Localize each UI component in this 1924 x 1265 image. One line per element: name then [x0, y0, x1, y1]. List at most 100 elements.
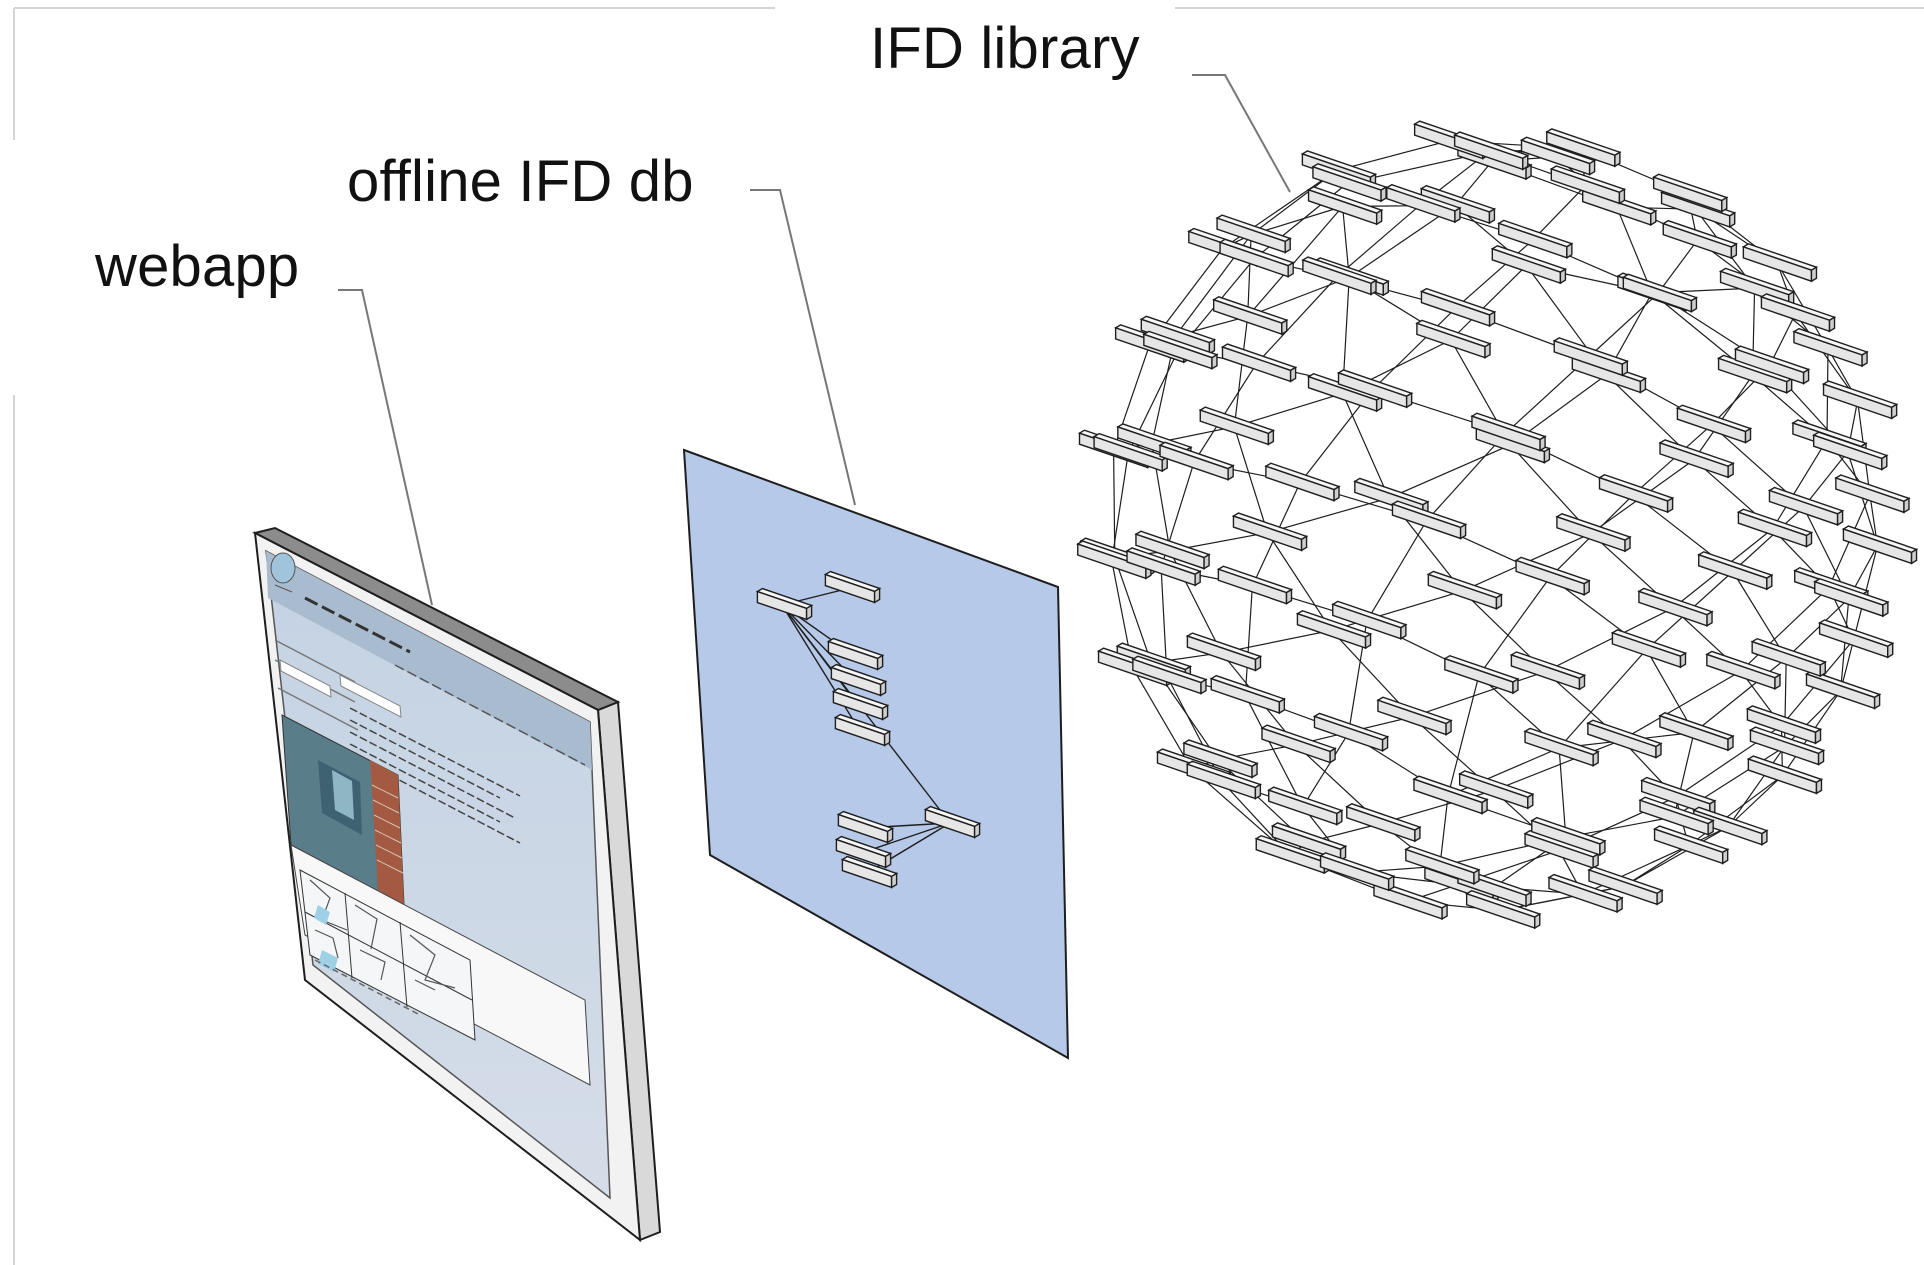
- library-edge: [1193, 363, 1258, 463]
- db-leader-line: [750, 189, 856, 506]
- library-edge: [1302, 732, 1350, 808]
- db-edge: [781, 604, 861, 732]
- library-edge: [1727, 775, 1783, 828]
- library-node: [1549, 165, 1627, 205]
- library-edge: [1247, 276, 1350, 317]
- library-edge: [1266, 532, 1333, 631]
- library-edge: [1388, 444, 1511, 499]
- library-edge: [1267, 497, 1390, 534]
- library-edge: [1803, 451, 1849, 508]
- library-node: [1312, 712, 1390, 753]
- library-edge: [1795, 313, 1859, 402]
- db-node: [823, 570, 882, 604]
- library-edge: [1622, 826, 1729, 888]
- library-node: [1586, 719, 1663, 759]
- library-node: [1658, 439, 1735, 479]
- library-node: [1231, 512, 1309, 552]
- db-node: [923, 805, 982, 839]
- library-node: [1750, 637, 1827, 678]
- library-edge: [1478, 576, 1551, 676]
- library-edge: [1493, 739, 1623, 792]
- db-node: [829, 663, 888, 697]
- offline-db-panel: [682, 448, 1070, 1060]
- library-edge: [1740, 586, 1830, 672]
- webapp-leader-line: [338, 289, 433, 606]
- library-node: [1311, 163, 1388, 203]
- library-edge: [1633, 424, 1712, 495]
- library-node: [1514, 556, 1591, 596]
- library-node: [1821, 380, 1899, 420]
- library-node: [1733, 345, 1811, 385]
- library-edge: [1545, 607, 1674, 673]
- db-node: [831, 687, 890, 721]
- library-edge: [1233, 316, 1249, 427]
- library-node: [1523, 829, 1600, 870]
- library-node: [1331, 600, 1408, 640]
- library-node: [1254, 834, 1332, 875]
- library-node: [1345, 803, 1422, 843]
- library-node: [1767, 486, 1845, 527]
- library-node: [1523, 727, 1600, 767]
- library-node: [1652, 825, 1730, 865]
- library-node: [1209, 674, 1287, 715]
- library-node: [1610, 629, 1688, 669]
- library-leader-line: [1192, 74, 1291, 193]
- library-node: [1185, 632, 1263, 672]
- library-node: [1419, 287, 1497, 328]
- library-node: [1470, 412, 1547, 452]
- library-edge: [1331, 590, 1463, 631]
- library-node: [1264, 462, 1341, 502]
- library-node: [1804, 670, 1882, 710]
- library-edge: [1587, 293, 1658, 358]
- library-node: [1812, 431, 1889, 471]
- library-node: [1834, 474, 1911, 514]
- library-node: [1306, 186, 1384, 226]
- library-node: [1198, 406, 1276, 446]
- library-node: [1813, 577, 1890, 618]
- library-edge: [1411, 671, 1546, 718]
- library-node: [1134, 530, 1211, 570]
- library-node: [1318, 852, 1396, 892]
- library-edge: [1366, 520, 1428, 622]
- library-node: [1640, 776, 1717, 817]
- library-node: [1415, 319, 1492, 359]
- library-node: [1637, 587, 1714, 627]
- library-node: [1705, 650, 1782, 691]
- library-node: [1301, 256, 1378, 296]
- library-edge: [1348, 204, 1456, 278]
- library-edge: [1455, 239, 1534, 309]
- library-node: [1404, 845, 1481, 886]
- webapp-label: webapp: [95, 234, 300, 299]
- ifd-library-label: IFD library: [870, 16, 1140, 81]
- library-node: [1385, 183, 1462, 224]
- webapp-monitor: [252, 526, 662, 1243]
- library-node: [1443, 654, 1520, 695]
- library-node: [1545, 128, 1622, 168]
- library-edge: [1439, 795, 1449, 867]
- library-node: [1746, 755, 1824, 795]
- library-node: [1412, 775, 1489, 815]
- library-edge: [1771, 439, 1828, 530]
- library-edge: [1727, 746, 1785, 828]
- library-edge: [1558, 649, 1647, 749]
- library-node: [1142, 330, 1219, 370]
- library-node: [1736, 508, 1814, 548]
- library-node: [1658, 712, 1735, 752]
- db-node: [834, 835, 893, 869]
- library-node: [1652, 173, 1729, 213]
- library-edge: [1426, 432, 1507, 522]
- library-edge: [1622, 845, 1689, 888]
- library-edge: [1532, 185, 1586, 241]
- library-node: [1182, 739, 1259, 779]
- library-edge: [1114, 557, 1152, 664]
- library-edge: [1616, 206, 1653, 294]
- library-node: [1426, 570, 1504, 610]
- db-node: [755, 587, 814, 621]
- library-node: [1212, 296, 1289, 336]
- library-node: [1295, 609, 1373, 650]
- library-edge: [1372, 307, 1456, 391]
- library-node: [1453, 131, 1530, 171]
- library-node: [1759, 293, 1837, 333]
- library-edge: [1784, 690, 1842, 748]
